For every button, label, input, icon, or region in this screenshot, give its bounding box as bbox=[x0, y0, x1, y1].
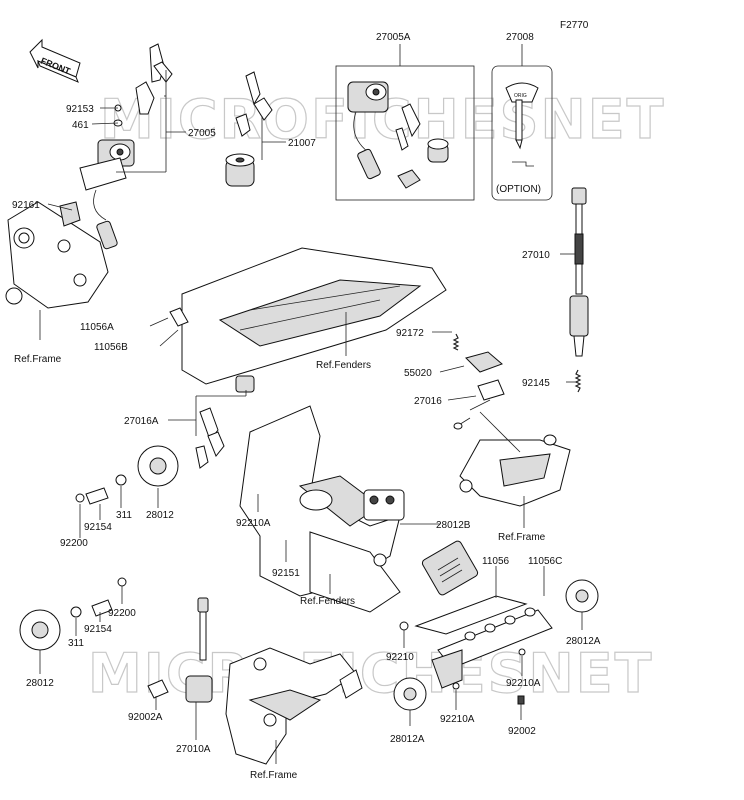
label-92002A: 92002A bbox=[128, 712, 163, 723]
label-28012-upper: 28012 bbox=[146, 510, 174, 521]
front-arrow-icon: FRONT bbox=[29, 38, 81, 83]
reflector-28012-upper bbox=[75, 445, 179, 505]
label-27016A: 27016A bbox=[124, 416, 159, 427]
label-27005: 27005 bbox=[188, 128, 216, 139]
label-11056: 11056 bbox=[482, 556, 510, 567]
seat-lock-27016A bbox=[195, 407, 225, 469]
label-11056B: 11056B bbox=[94, 342, 128, 353]
stop-switch-27010 bbox=[569, 187, 589, 357]
label-92161: 92161 bbox=[12, 200, 40, 211]
label-311-lower: 311 bbox=[68, 638, 84, 649]
label-27010: 27010 bbox=[522, 250, 550, 261]
label-27010A: 27010A bbox=[176, 744, 211, 755]
reflector-28012A-right bbox=[565, 579, 599, 613]
label-92210: 92210 bbox=[386, 652, 414, 663]
label-28012B: 28012B bbox=[436, 520, 471, 531]
watermark-bottom: MICROFICHESNET bbox=[88, 642, 653, 705]
label-ref-fenders-2: Ref.Fenders bbox=[300, 596, 355, 607]
ignition-switch-assembly bbox=[79, 43, 173, 250]
figure-code: F2770 bbox=[560, 20, 589, 31]
spring-92145 bbox=[574, 369, 582, 393]
label-92151: 92151 bbox=[272, 568, 300, 579]
label-55020: 55020 bbox=[404, 368, 432, 379]
label-28012A-lower: 28012A bbox=[390, 734, 425, 745]
label-ref-frame-1: Ref.Frame bbox=[14, 354, 62, 365]
label-461: 461 bbox=[72, 120, 89, 131]
label-92200-upper: 92200 bbox=[60, 538, 88, 549]
label-92210A-upper: 92210A bbox=[236, 518, 271, 529]
ignition-switch-set-27005A bbox=[347, 81, 449, 189]
key-cylinder-21007 bbox=[225, 71, 273, 187]
label-92153: 92153 bbox=[66, 104, 94, 115]
frame-bracket-right bbox=[459, 411, 571, 507]
label-27016: 27016 bbox=[414, 396, 442, 407]
label-92172: 92172 bbox=[396, 328, 424, 339]
label-ref-frame-3: Ref.Frame bbox=[250, 770, 298, 781]
label-92200-lower: 92200 bbox=[108, 608, 136, 619]
label-92154-lower: 92154 bbox=[84, 624, 112, 635]
license-bracket-11056 bbox=[399, 595, 553, 705]
seat-lock-mechanism bbox=[452, 333, 505, 430]
lower-bracket-assembly bbox=[147, 597, 363, 765]
label-27008: 27008 bbox=[506, 32, 534, 43]
label-11056C: 11056C bbox=[528, 556, 562, 567]
label-311-upper: 311 bbox=[116, 510, 132, 521]
label-11056A: 11056A bbox=[80, 322, 114, 333]
label-ref-frame-2: Ref.Frame bbox=[498, 532, 546, 543]
box-27005A bbox=[335, 65, 475, 201]
reflector-28012-lower bbox=[19, 577, 127, 651]
reflector-28012B bbox=[421, 540, 479, 596]
frame-bracket-left bbox=[5, 201, 109, 309]
label-option: (OPTION) bbox=[496, 184, 541, 195]
label-21007: 21007 bbox=[288, 138, 316, 149]
rear-fender-upper bbox=[169, 247, 447, 393]
label-92210A-lower: 92210A bbox=[440, 714, 475, 725]
label-92002: 92002 bbox=[508, 726, 536, 737]
reflector-28012A-lower bbox=[393, 677, 427, 711]
label-92145: 92145 bbox=[522, 378, 550, 389]
rear-fender-center bbox=[239, 405, 405, 613]
label-28012-lower: 28012 bbox=[26, 678, 54, 689]
label-28012A-right: 28012A bbox=[566, 636, 601, 647]
svg-text:ORIG: ORIG bbox=[514, 93, 527, 99]
label-27005A: 27005A bbox=[376, 32, 411, 43]
label-92154-upper: 92154 bbox=[84, 522, 112, 533]
label-ref-fenders-1: Ref.Fenders bbox=[316, 360, 371, 371]
label-92210A-right: 92210A bbox=[506, 678, 541, 689]
blank-key-27008: ORIG bbox=[505, 82, 539, 167]
